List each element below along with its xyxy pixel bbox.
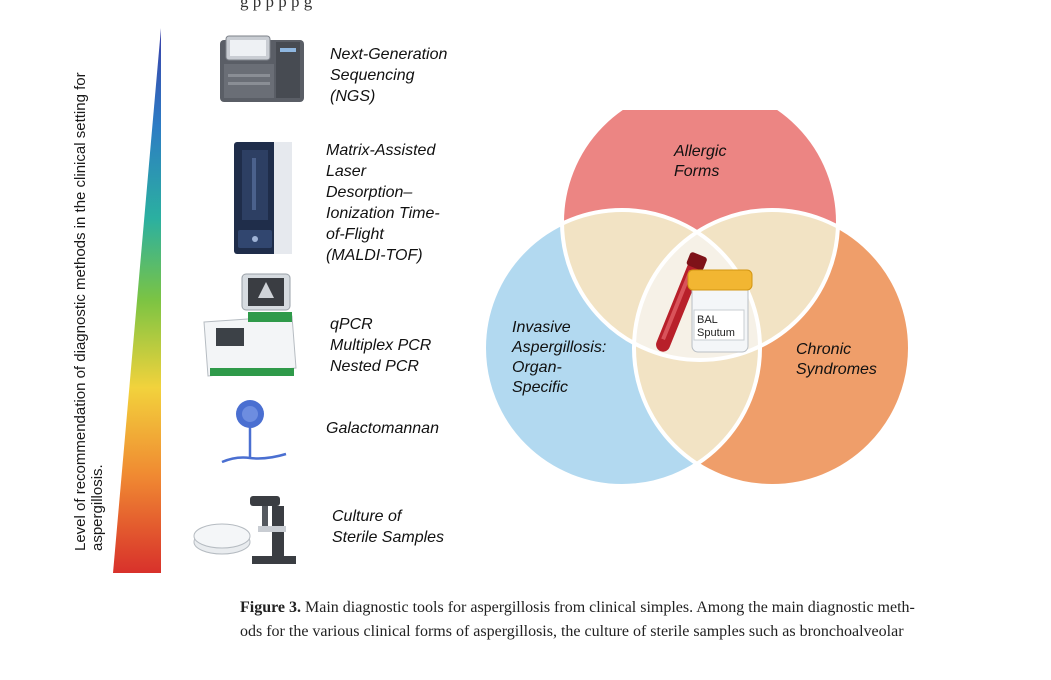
tool-label-ngs: Next-Generation Sequencing (NGS) bbox=[330, 46, 448, 105]
pcr-machine-icon bbox=[203, 273, 297, 377]
top-text-fragment: g p p p p g bbox=[240, 0, 313, 11]
fungus-icon bbox=[221, 400, 287, 464]
venn-label-chronic: Chronic Syndromes bbox=[796, 341, 877, 378]
sequencer-icon bbox=[220, 35, 304, 102]
tool-label-pcr: qPCR Multiplex PCR Nested PCR bbox=[330, 316, 432, 375]
specimen-label-sputum: Sputum bbox=[697, 327, 735, 339]
specimen-jar-icon bbox=[687, 269, 753, 353]
figure-caption: Figure 3. Main diagnostic tools for aspe… bbox=[240, 596, 1010, 644]
tool-label-culture: Culture of Sterile Samples bbox=[332, 508, 445, 546]
mass-spectrometer-icon bbox=[234, 142, 292, 254]
caption-text-1: Main diagnostic tools for aspergillosis … bbox=[305, 599, 915, 616]
caption-line-2: ods for the various clinical forms of as… bbox=[240, 623, 904, 640]
caption-line-1: Figure 3. Main diagnostic tools for aspe… bbox=[240, 596, 1010, 620]
tool-label-galactomannan: Galactomannan bbox=[326, 420, 439, 437]
clinical-forms-venn: BAL Sputum bbox=[482, 110, 912, 488]
specimen-label-bal: BAL bbox=[697, 314, 718, 326]
venn-label-allergic: Allergic Forms bbox=[674, 143, 727, 180]
microscope-icon bbox=[193, 496, 296, 564]
venn-label-invasive: Invasive Aspergillosis: Organ- Specific bbox=[512, 319, 607, 396]
tool-label-maldi-tof: Matrix-Assisted Laser Desorption– Ioniza… bbox=[326, 142, 440, 264]
figure-label: Figure 3. bbox=[240, 599, 302, 616]
recommendation-axis-label: Level of recommendation of diagnostic me… bbox=[72, 72, 106, 551]
